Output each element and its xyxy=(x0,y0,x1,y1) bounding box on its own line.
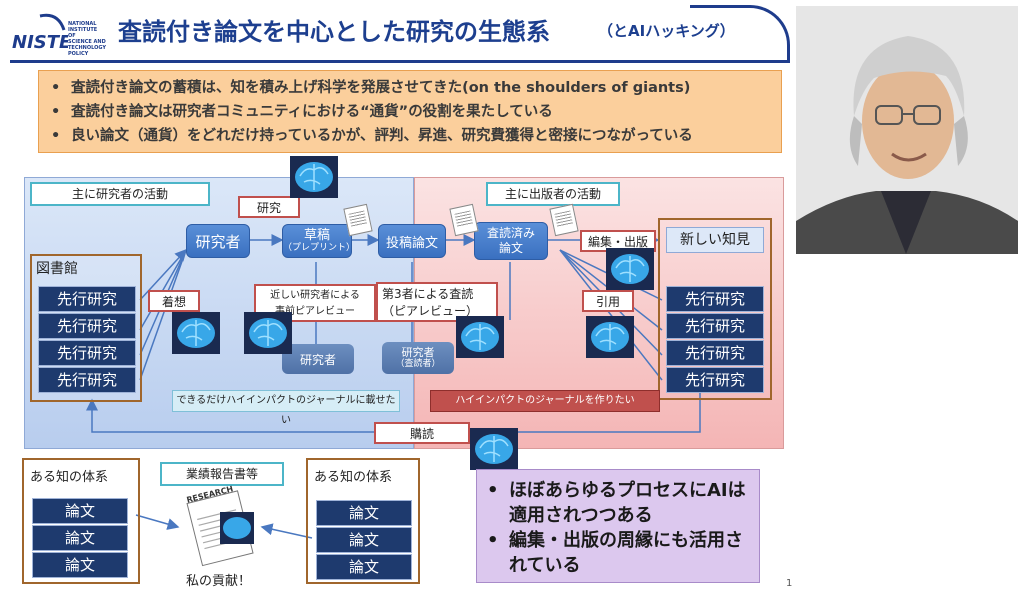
peer-researcher-text: 研究者 xyxy=(299,352,336,367)
paper-node: 論文 xyxy=(32,525,128,551)
draft-title: 草稿 xyxy=(303,228,330,243)
ai-brain-icon xyxy=(172,312,220,354)
callout-item: • 編集・出版の周縁にも活用されている xyxy=(487,528,749,578)
paper-node: 論文 xyxy=(32,552,128,578)
reviewer-node: 研究者 （査読者） xyxy=(382,342,454,374)
bullet-dot-icon: • xyxy=(487,480,499,501)
new-prior-research-node: 先行研究 xyxy=(666,313,764,339)
submitted-paper-node: 投稿論文 xyxy=(378,224,446,258)
page-number: 1 xyxy=(786,578,793,589)
right-goal-banner: ハイインパクトのジャーナルを作りたい xyxy=(430,390,660,412)
new-prior-research-node: 先行研究 xyxy=(666,286,764,312)
achievement-report-label: 業績報告書等 xyxy=(160,462,284,486)
pre-review-line1: 近しい研究者による xyxy=(270,290,360,301)
logo-mark-icon: NISTEP xyxy=(10,12,68,58)
callout-item: • ほぼあらゆるプロセスにAIは適用されつつある xyxy=(487,478,749,528)
draft-node: 草稿 （プレプリント） xyxy=(282,224,356,258)
speaker-portrait-icon xyxy=(796,6,1018,254)
ai-callout-box: • ほぼあらゆるプロセスにAIは適用されつつある • 編集・出版の周縁にも活用さ… xyxy=(476,469,760,583)
right-panel-label: 主に出版者の活動 xyxy=(486,182,620,206)
reviewer-line2: （査読者） xyxy=(395,359,441,369)
ai-brain-icon xyxy=(244,312,292,354)
paper-node: 論文 xyxy=(316,500,412,526)
nistep-logo: NISTEP NATIONAL INSTITUTE OF SCIENCE AND… xyxy=(10,6,106,62)
peer-researcher-node: 研究者 xyxy=(282,344,354,374)
reviewed-line1: 査読済み xyxy=(486,226,535,240)
new-knowledge-frame xyxy=(658,218,772,400)
research-label: 研究 xyxy=(238,196,300,218)
ai-brain-icon xyxy=(606,248,654,290)
researcher-text: 研究者 xyxy=(195,232,241,251)
callout-text: 編集・出版の周縁にも活用されている xyxy=(509,530,743,576)
new-knowledge-label: 新しい知見 xyxy=(666,227,764,253)
header-arc xyxy=(690,5,790,63)
logo-text: NATIONAL INSTITUTE OF SCIENCE AND TECHNO… xyxy=(68,21,106,57)
knowledge-system-a-label: ある知の体系 xyxy=(30,470,109,485)
knowledge-system-b-label: ある知の体系 xyxy=(314,470,393,485)
ai-brain-icon xyxy=(586,316,634,358)
prior-research-node: 先行研究 xyxy=(38,340,136,366)
third-party-review-box: 第3者による査読（ピアレビュー） xyxy=(376,282,498,322)
left-goal-banner: できるだけハイインパクトのジャーナルに載せたい xyxy=(172,390,400,426)
submitted-text: 投稿論文 xyxy=(385,235,438,251)
knowledge-system-b-frame xyxy=(306,458,420,584)
summary-bullets: 査読付き論文の蓄積は、知を積み上げ科学を発展させてきた(on the shoul… xyxy=(38,70,782,153)
svg-text:NISTEP: NISTEP xyxy=(12,32,68,53)
callout-text: ほぼあらゆるプロセスにAIは適用されつつある xyxy=(509,480,746,526)
header-rule xyxy=(10,60,790,63)
reviewer-line1: 研究者 xyxy=(401,346,435,359)
bullet-item: 良い論文（通貨）をどれだけ持っているかが、評判、昇進、研究費獲得と密接につながっ… xyxy=(51,124,769,148)
prior-research-node: 先行研究 xyxy=(38,367,136,393)
prior-research-node: 先行研究 xyxy=(38,286,136,312)
bullet-item: 査読付き論文は研究者コミュニティにおける“通貨”の役割を果たしている xyxy=(51,100,769,124)
paper-node: 論文 xyxy=(316,527,412,553)
bullet-dot-icon: • xyxy=(487,530,499,551)
left-panel-label: 主に研究者の活動 xyxy=(30,182,210,206)
speaker-photo xyxy=(796,6,1018,254)
prior-research-node: 先行研究 xyxy=(38,313,136,339)
research-document-icon xyxy=(186,490,254,567)
slide-title: 査読付き論文を中心とした研究の生態系 xyxy=(118,18,550,46)
inspiration-label: 着想 xyxy=(148,290,200,312)
bullet-item: 査読付き論文の蓄積は、知を積み上げ科学を発展させてきた(on the shoul… xyxy=(51,76,769,100)
paper-node: 論文 xyxy=(32,498,128,524)
new-prior-research-node: 先行研究 xyxy=(666,367,764,393)
citation-label: 引用 xyxy=(582,290,634,312)
knowledge-system-a-frame xyxy=(22,458,140,584)
ai-brain-icon xyxy=(470,428,518,470)
ai-brain-icon xyxy=(290,156,338,198)
new-prior-research-node: 先行研究 xyxy=(666,340,764,366)
pre-review-line2: 事前ピアレビュー xyxy=(275,306,355,317)
my-contribution-label: 私の貢献！ xyxy=(186,574,252,589)
library-label: 図書館 xyxy=(36,261,78,277)
ai-brain-icon xyxy=(456,316,504,358)
reviewed-line2: 論文 xyxy=(498,241,523,255)
draft-sub: （プレプリント） xyxy=(283,243,356,253)
subscription-label: 購読 xyxy=(374,422,470,444)
reviewed-paper-node: 査読済み 論文 xyxy=(474,222,548,260)
researcher-node: 研究者 xyxy=(186,224,250,258)
paper-node: 論文 xyxy=(316,554,412,580)
